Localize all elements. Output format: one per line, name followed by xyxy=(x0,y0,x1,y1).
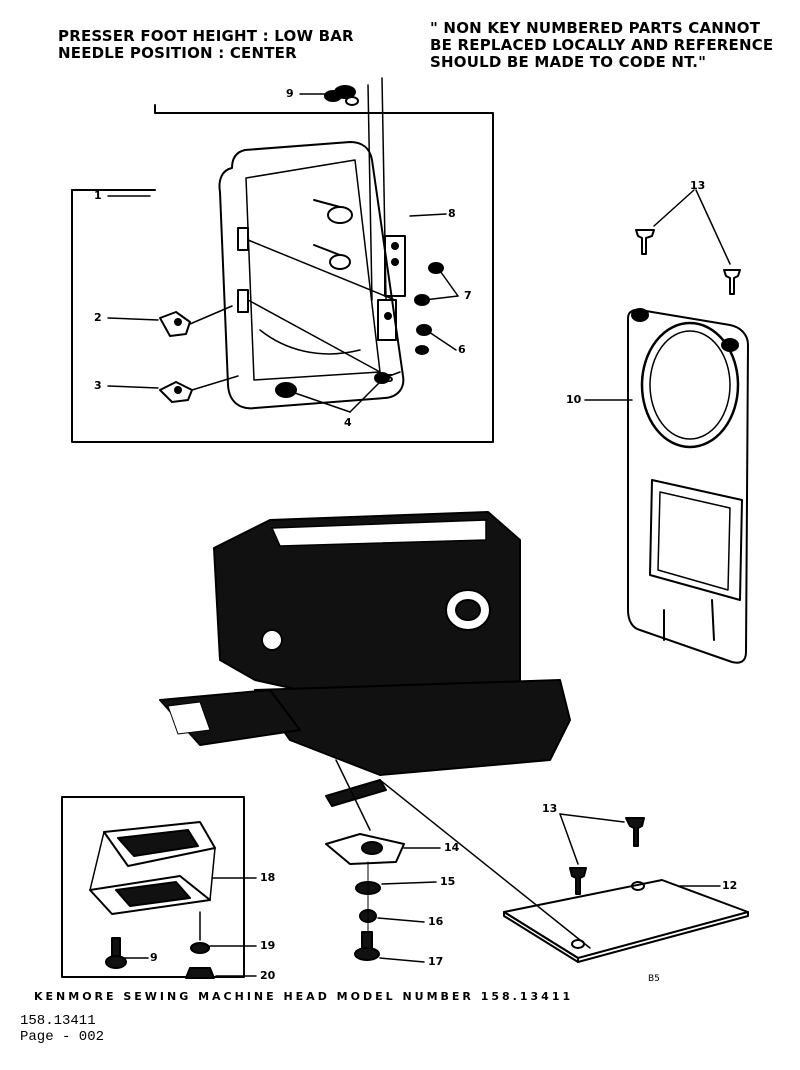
footer-page-number: Page - 002 xyxy=(20,1029,105,1045)
callout-10: 10 xyxy=(566,393,582,406)
callout-14: 14 xyxy=(444,841,460,854)
presser-foot-height-note: PRESSER FOOT HEIGHT : LOW BAR xyxy=(58,27,354,45)
callout-13-bottom: 13 xyxy=(542,802,558,815)
bottom-plate-group-frame xyxy=(61,796,245,978)
callout-6: 6 xyxy=(458,343,466,356)
callout-1: 1 xyxy=(94,189,102,202)
callout-2: 2 xyxy=(94,311,102,324)
page-footer: 158.13411 Page - 002 xyxy=(20,1013,104,1045)
callout-leaders-top xyxy=(107,93,459,389)
callout-17: 17 xyxy=(428,955,444,968)
callout-9-top: 9 xyxy=(286,87,294,100)
callout-12: 12 xyxy=(722,879,738,892)
screw-part-9-top xyxy=(324,85,359,106)
top-cover-group-frame xyxy=(71,104,494,443)
screws-part-13-bottom xyxy=(559,813,645,895)
feed-plate-parts xyxy=(89,821,257,915)
callout-4: 4 xyxy=(344,416,352,429)
parts-replacement-note: " NON KEY NUMBERED PARTS CANNOT BE REPLA… xyxy=(430,20,773,71)
callout-5: 5 xyxy=(386,372,394,385)
callout-15: 15 xyxy=(440,875,456,888)
top-cover-part xyxy=(218,141,405,410)
note-line-3: SHOULD BE MADE TO CODE NT." xyxy=(430,53,707,71)
note-line-1: " NON KEY NUMBERED PARTS CANNOT xyxy=(430,19,761,37)
setting-notes: PRESSER FOOT HEIGHT : LOW BAR NEEDLE POS… xyxy=(58,28,354,62)
footer-model-number: 158.13411 xyxy=(20,1013,96,1029)
parts-9-19-20-bottom xyxy=(105,911,257,979)
back-cover-part xyxy=(584,308,749,664)
callout-20: 20 xyxy=(260,969,276,982)
parts-14-17-center xyxy=(325,833,441,963)
machine-head-body xyxy=(159,511,591,949)
callout-18: 18 xyxy=(260,871,276,884)
screws-part-13-back xyxy=(635,189,741,295)
clamp-parts-2-3-4 xyxy=(159,305,383,413)
callout-13-back: 13 xyxy=(690,179,706,192)
callout-8: 8 xyxy=(448,207,456,220)
callout-16: 16 xyxy=(428,915,444,928)
needle-position-note: NEEDLE POSITION : CENTER xyxy=(58,44,297,62)
callout-9-bottom: 9 xyxy=(150,951,158,964)
bottom-cover-plate xyxy=(503,879,749,963)
hinge-brackets xyxy=(374,235,444,384)
callout-19: 19 xyxy=(260,939,276,952)
note-line-2: BE REPLACED LOCALLY AND REFERENCE xyxy=(430,36,774,54)
plate-mark: B5 xyxy=(648,974,660,984)
callout-7: 7 xyxy=(464,289,472,302)
diagram-caption: KENMORE SEWING MACHINE HEAD MODEL NUMBER… xyxy=(34,990,574,1003)
callout-3: 3 xyxy=(94,379,102,392)
